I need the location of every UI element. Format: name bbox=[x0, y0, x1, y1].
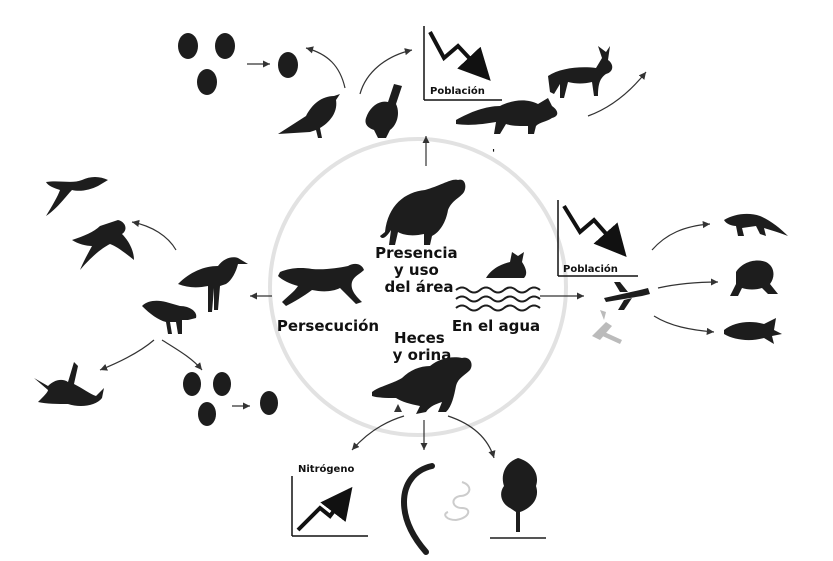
nitrogen-label: Nitrógeno bbox=[298, 463, 354, 475]
curlew-icon bbox=[178, 257, 248, 312]
feces-label: Heces y orina bbox=[393, 329, 452, 364]
arrow-bird-to-egg bbox=[305, 46, 346, 89]
chart-right-label: Población bbox=[563, 263, 618, 275]
presence-label: Presencia y uso del área bbox=[375, 244, 463, 296]
arrow-feces-to-nitrogen bbox=[351, 415, 405, 451]
arrow-shorebird-to-flying bbox=[131, 219, 177, 251]
arrow-feces-to-plant bbox=[447, 415, 496, 459]
arrow-to-frog bbox=[657, 278, 719, 289]
arrow-to-newt bbox=[651, 220, 711, 251]
arrow-to-dead-bird bbox=[99, 339, 155, 371]
arrow-to-fish bbox=[653, 315, 715, 335]
running-dog-icon bbox=[278, 263, 364, 306]
population-chart-right: Población bbox=[557, 200, 638, 277]
swimming-dog-icon bbox=[486, 252, 527, 278]
small-bird-icon bbox=[365, 84, 402, 138]
water-label: En el agua bbox=[452, 317, 540, 335]
fox-icon bbox=[456, 98, 558, 134]
nitrogen-increase-line bbox=[296, 486, 353, 532]
poop-marker-icon bbox=[394, 404, 402, 412]
flying-bird-2-icon bbox=[72, 220, 134, 270]
fish-icon bbox=[724, 318, 782, 344]
population-chart-top: Población bbox=[423, 26, 502, 101]
persecution-label: Persecución bbox=[277, 317, 379, 335]
dead-bird-icon bbox=[34, 362, 104, 406]
presence-label-line-1: Presencia bbox=[375, 244, 458, 262]
arrow-bird-to-chart bbox=[359, 48, 413, 95]
presence-label-line-3: del área bbox=[384, 278, 453, 296]
dragonfly-icon bbox=[604, 282, 650, 310]
small-worm-icon bbox=[444, 481, 471, 522]
chart-top-decline-line bbox=[428, 31, 491, 81]
deer-icon bbox=[548, 46, 613, 98]
frog-icon bbox=[730, 260, 778, 296]
plover-icon bbox=[142, 300, 197, 334]
newt-icon bbox=[724, 213, 788, 236]
eggs-group-top-icon bbox=[178, 33, 235, 95]
standing-dog-icon bbox=[380, 179, 466, 245]
chart-top-label: Población bbox=[430, 85, 485, 97]
tree-icon bbox=[490, 458, 546, 539]
squatting-dog-icon bbox=[372, 357, 472, 414]
songbird-icon bbox=[278, 94, 340, 138]
arrow-to-deer-increase bbox=[587, 71, 647, 117]
earthworm-icon bbox=[400, 463, 435, 555]
arrow-to-eggs-left bbox=[161, 339, 203, 371]
nitrogen-chart: Nitrógeno bbox=[291, 463, 368, 537]
flying-bird-1-icon bbox=[46, 177, 108, 216]
stray-tick-mark: ' bbox=[492, 148, 495, 159]
water-waves-icon bbox=[455, 286, 541, 312]
presence-label-line-2: y uso bbox=[394, 261, 439, 279]
feces-label-line-2: y orina bbox=[393, 346, 452, 364]
single-egg-top-icon bbox=[278, 52, 298, 78]
central-circle bbox=[268, 137, 568, 437]
eggs-group-left-icon bbox=[183, 372, 231, 426]
chart-right-decline-line bbox=[562, 204, 627, 257]
mayfly-icon bbox=[592, 310, 622, 344]
single-egg-left-icon bbox=[260, 391, 278, 415]
feces-label-line-1: Heces bbox=[394, 329, 445, 347]
